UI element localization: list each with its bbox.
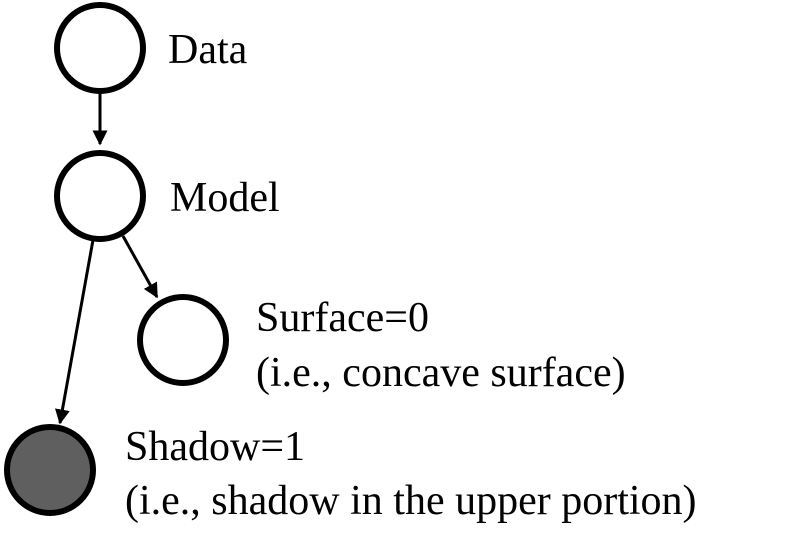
node-model — [54, 150, 146, 242]
node-shadow — [4, 424, 96, 516]
node-surface-label-line2: (i.e., concave surface) — [256, 350, 626, 396]
node-data — [54, 2, 146, 94]
edge-model-to-surface — [121, 235, 159, 299]
node-shadow-label-line1: Shadow=1 — [125, 424, 305, 470]
node-data-label: Data — [168, 27, 248, 73]
node-model-label: Model — [170, 175, 280, 221]
node-surface-label-line1: Surface=0 — [256, 295, 429, 341]
edge-model-to-shadow — [55, 239, 95, 425]
node-shadow-label-line2: (i.e., shadow in the upper portion) — [125, 478, 697, 524]
node-surface — [137, 294, 229, 386]
